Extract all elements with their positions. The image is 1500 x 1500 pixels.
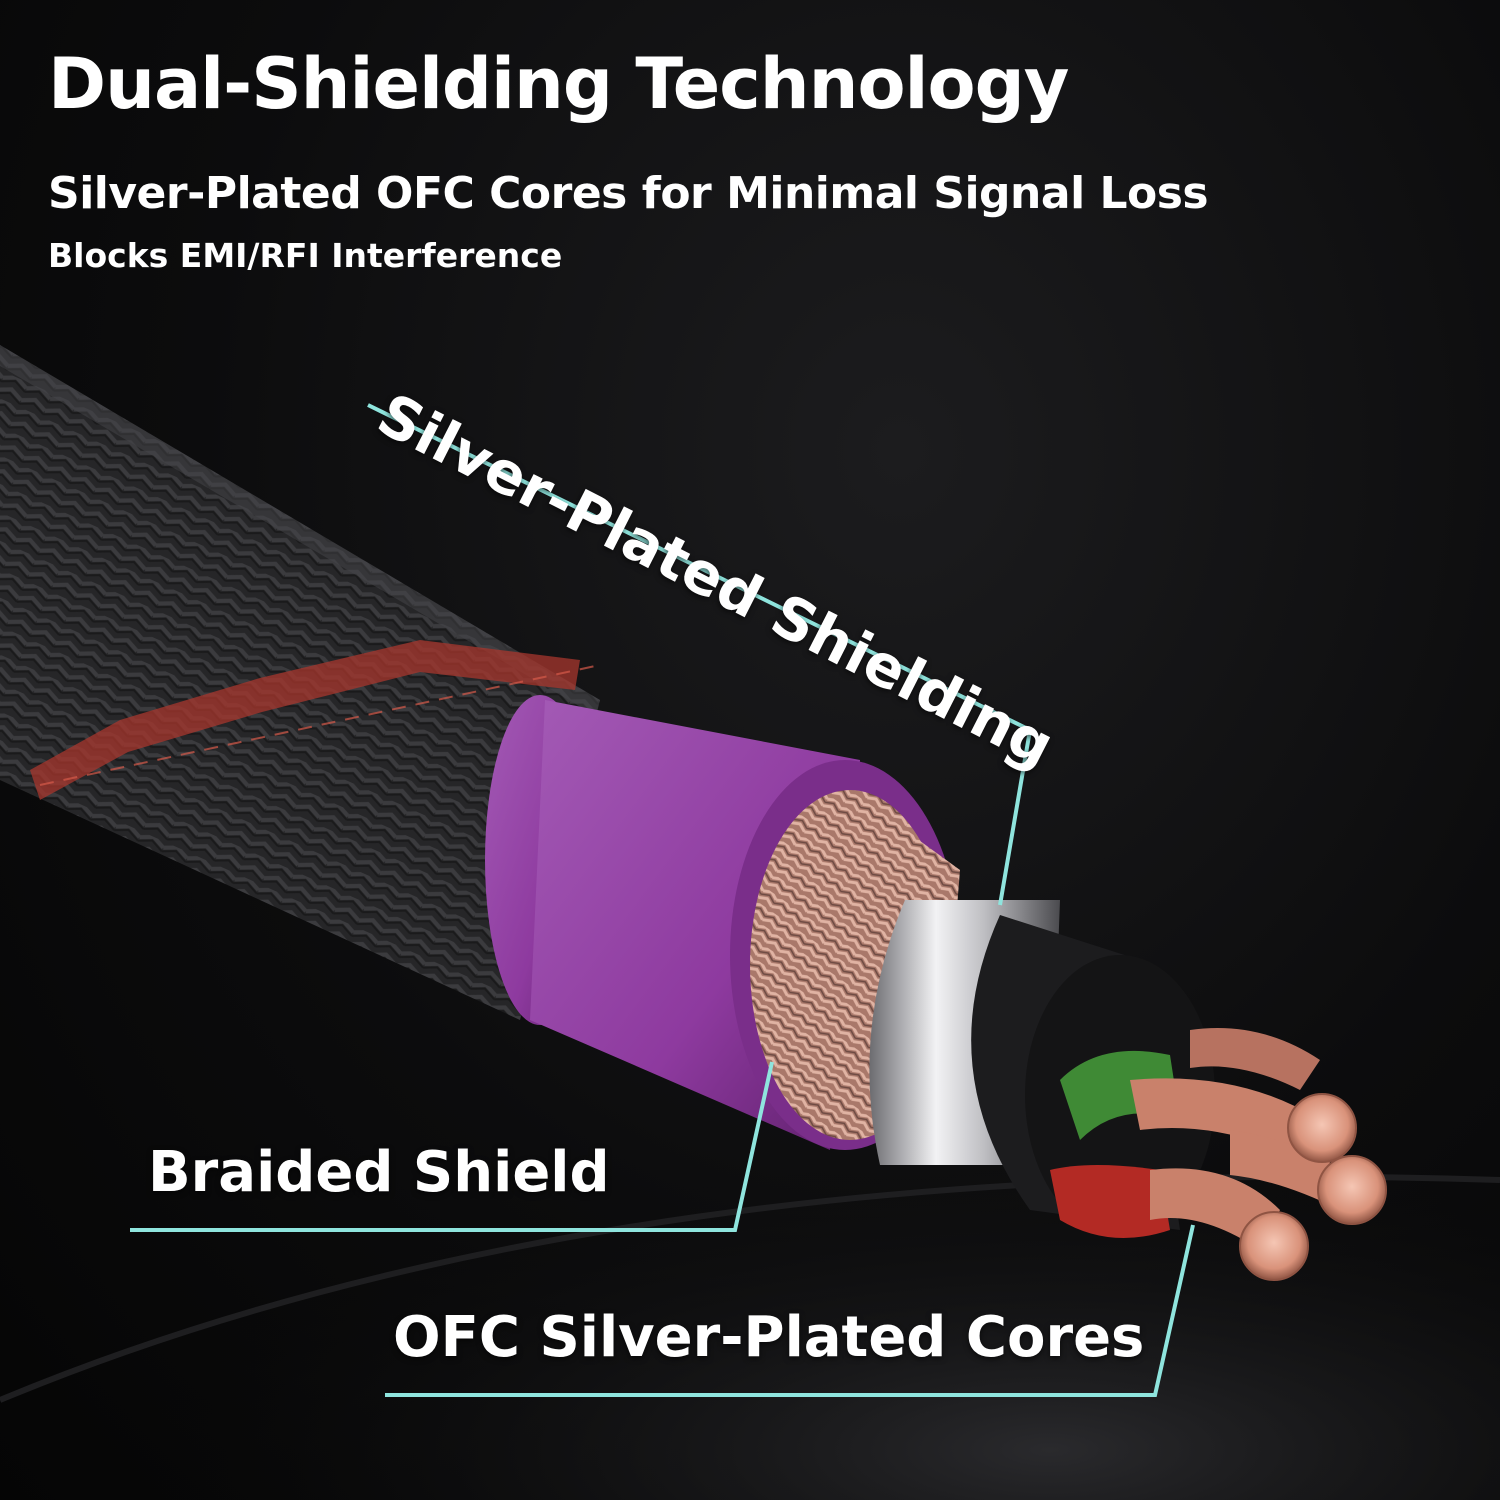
copper-core-end — [1287, 1093, 1357, 1163]
jacket-highlight — [0, 345, 600, 716]
callout-ofc-cores: OFC Silver-Plated Cores — [393, 1305, 1145, 1370]
callout-braided-shield: Braided Shield — [148, 1140, 610, 1205]
green-insulation — [1060, 1050, 1180, 1140]
callout-line-shielding — [367, 403, 1033, 906]
background-sweep — [0, 1173, 1500, 1403]
copper-strand-body — [1190, 1028, 1320, 1090]
copper-core-end — [1317, 1155, 1387, 1225]
copper-core-end — [1239, 1211, 1309, 1281]
red-insulation — [1050, 1165, 1170, 1238]
page-title: Dual-Shielding Technology — [48, 43, 1069, 125]
jacket-red-stripe — [30, 640, 580, 800]
page-subtitle: Silver-Plated OFC Cores for Minimal Sign… — [48, 168, 1209, 219]
callout-line-braided — [130, 1061, 774, 1232]
page-tagline: Blocks EMI/RFI Interference — [48, 236, 563, 275]
callout-line-cores — [385, 1224, 1195, 1397]
